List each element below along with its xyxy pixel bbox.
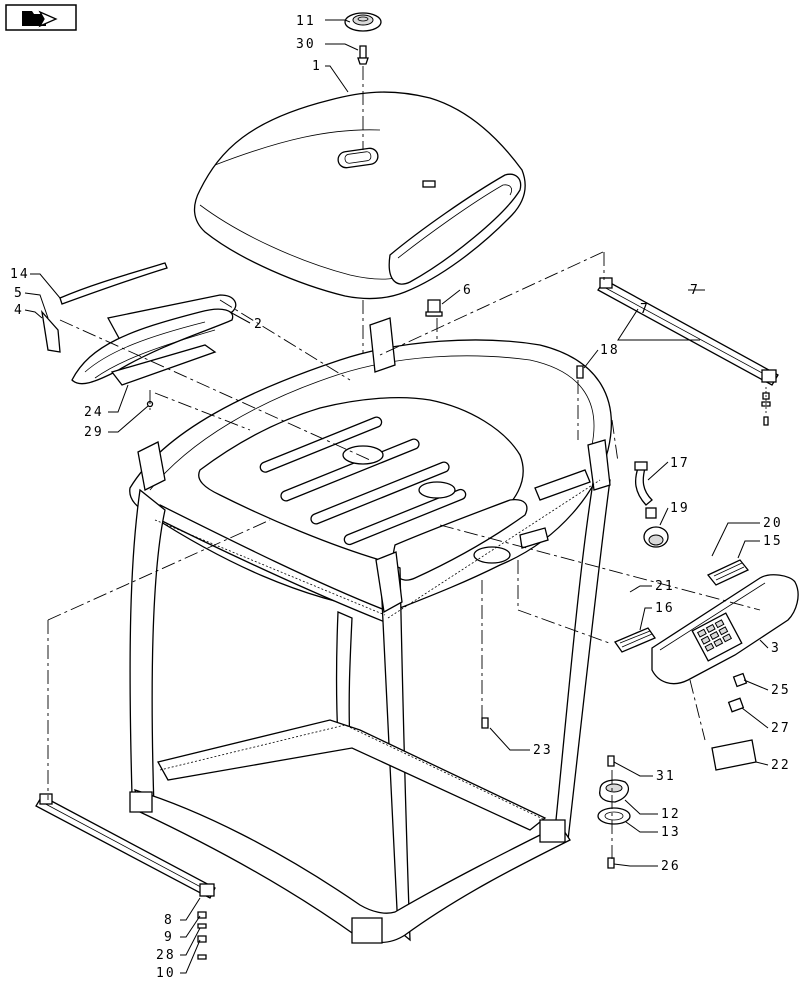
- visor-end-cap: [41, 309, 61, 353]
- callout-12: 12: [661, 807, 681, 822]
- callout-10: 10: [156, 966, 176, 981]
- callout-26: 26: [661, 859, 681, 874]
- folder-arrow-icon[interactable]: [5, 4, 77, 31]
- callout-28: 28: [156, 948, 176, 963]
- callout-16: 16: [655, 601, 675, 616]
- seal-19: [643, 526, 669, 548]
- callout-17: 17: [670, 456, 690, 471]
- control-panel: [651, 574, 799, 685]
- callout-22: 22: [771, 758, 791, 773]
- label-22: [711, 739, 757, 771]
- callout-14: 14: [10, 267, 30, 282]
- callout-11: 11: [296, 14, 316, 29]
- switch-27: [727, 697, 745, 713]
- screw-23: [481, 717, 489, 729]
- dome-light-12: [599, 779, 629, 803]
- callout-27: 27: [771, 721, 791, 736]
- callout-18: 18: [600, 343, 620, 358]
- vent-grille-15: [706, 559, 750, 586]
- callout-6: 6: [463, 283, 473, 298]
- vent-grille-16: [614, 627, 656, 653]
- callout-30: 30: [296, 37, 316, 52]
- rear-crossbar: [597, 277, 779, 426]
- callout-13: 13: [661, 825, 681, 840]
- callout-24: 24: [84, 405, 104, 420]
- callout-21: 21: [655, 579, 675, 594]
- callout-3: 3: [771, 641, 781, 656]
- callout-4: 4: [14, 303, 24, 318]
- callout-15: 15: [763, 534, 783, 549]
- visor-housing: [71, 294, 237, 385]
- roof-cap: [344, 12, 382, 32]
- callout-8: 8: [164, 913, 174, 928]
- callout-7-bottom: 7: [640, 302, 650, 317]
- cab-frame: [129, 317, 612, 944]
- front-crossbar: [35, 793, 216, 960]
- callout-25: 25: [771, 683, 791, 698]
- roof-fastener: [357, 45, 369, 65]
- callout-1: 1: [312, 59, 322, 74]
- callout-2: 2: [254, 317, 264, 332]
- roof-panel: [193, 91, 526, 300]
- grommet: [425, 299, 443, 317]
- knob-25: [732, 672, 748, 688]
- leader-lines: [24, 19, 769, 974]
- screw-31: [607, 755, 615, 767]
- callout-19: 19: [670, 501, 690, 516]
- screw-26: [607, 857, 615, 869]
- hose: [634, 461, 657, 519]
- callout-29: 29: [84, 425, 104, 440]
- callout-5: 5: [14, 286, 24, 301]
- trim-strip: [59, 262, 168, 305]
- callout-20: 20: [763, 516, 783, 531]
- fastener-18: [576, 365, 584, 379]
- visor-panel: [110, 344, 217, 386]
- callout-23: 23: [533, 743, 553, 758]
- ring-13: [597, 807, 631, 825]
- callout-9: 9: [164, 930, 174, 945]
- callout-31: 31: [656, 769, 676, 784]
- callout-7-top: 7: [690, 283, 700, 298]
